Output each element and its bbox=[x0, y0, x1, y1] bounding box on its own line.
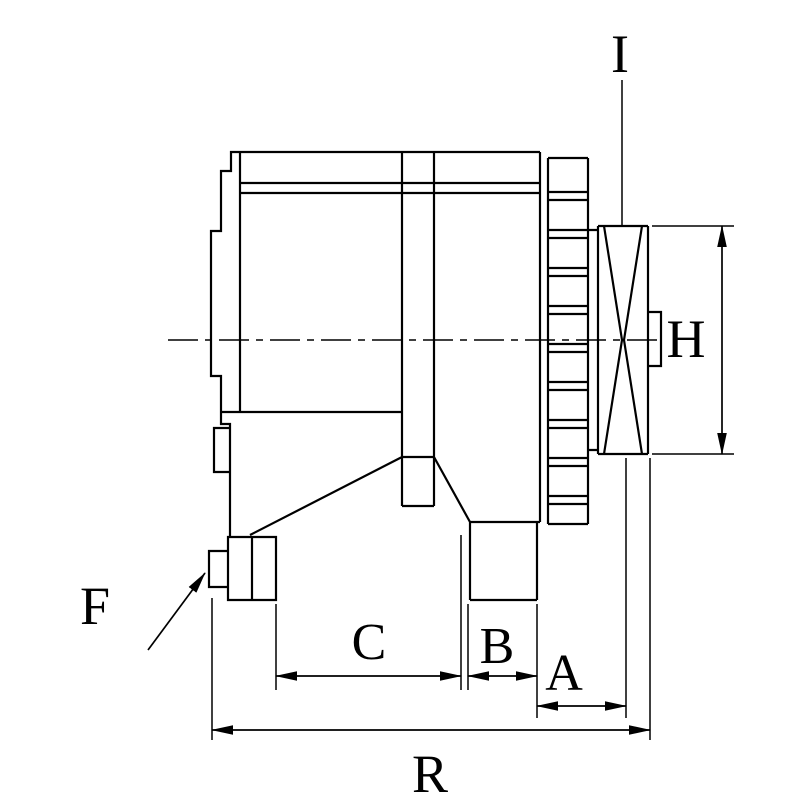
body-main-outline bbox=[221, 150, 542, 602]
leader-line-f bbox=[147, 572, 206, 651]
extension-line-set bbox=[211, 225, 734, 740]
dim-label-f: F bbox=[80, 576, 110, 636]
dimension-labels: I H F C B A R bbox=[80, 24, 706, 800]
pulley bbox=[588, 224, 663, 456]
dim-label-a: A bbox=[545, 645, 583, 702]
dim-label-i: I bbox=[611, 24, 629, 84]
pulley-outline bbox=[588, 224, 663, 456]
dim-label-r: R bbox=[412, 744, 448, 800]
extension-lines bbox=[211, 80, 734, 740]
alternator-body bbox=[207, 150, 542, 602]
dim-label-h: H bbox=[667, 309, 706, 369]
fan-rib-lines bbox=[546, 156, 590, 526]
dimension-lines bbox=[147, 225, 727, 735]
fan-ribs bbox=[546, 156, 590, 526]
dim-label-b: B bbox=[480, 618, 515, 675]
rear-bracket-outline bbox=[207, 150, 278, 602]
dim-label-c: C bbox=[352, 614, 387, 671]
